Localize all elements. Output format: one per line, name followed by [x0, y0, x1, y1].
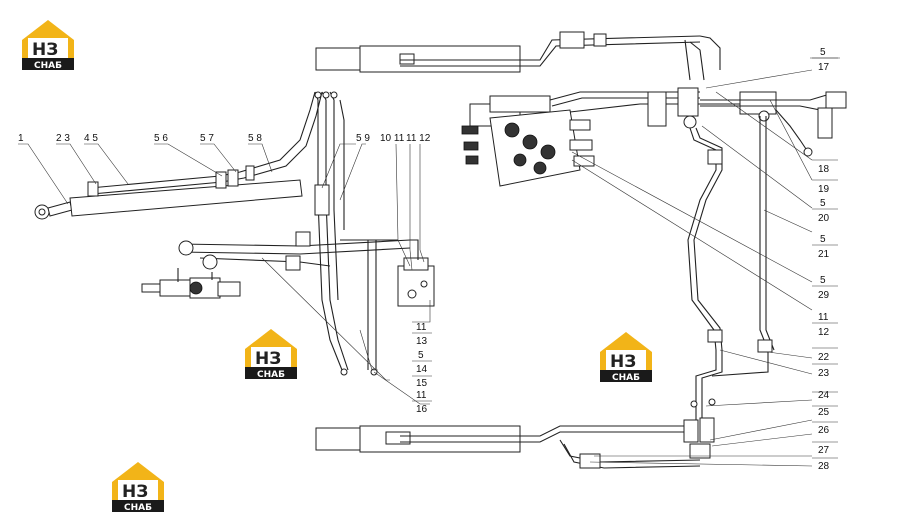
logo-mark: НЗ	[255, 349, 281, 369]
logo-center-left: НЗ СНАБ	[245, 329, 297, 380]
logo-top-left: НЗ СНАБ	[22, 20, 74, 71]
callout-top: 11	[416, 322, 427, 333]
callout-bottom: 18	[818, 164, 830, 175]
callout-bottom: 24	[818, 390, 830, 401]
callout-4-5: 4 5	[84, 133, 98, 144]
callout-5-6: 5 6	[154, 133, 168, 144]
logo-text: СНАБ	[257, 370, 285, 380]
bottom-cylinder	[315, 398, 716, 469]
callout-11-12: 11 12	[406, 133, 431, 144]
callout-top: 11	[416, 390, 427, 401]
callout-bottom: 22	[818, 352, 830, 363]
logo-mark: НЗ	[32, 40, 58, 60]
callout-top: 5	[820, 234, 826, 245]
callout-5-9: 5 9	[356, 133, 370, 144]
cylinder-rod	[47, 201, 73, 217]
callouts-left: 1 2 3 4 5 5 6 5 7 5 8 5 9 10 11 11 12	[18, 133, 431, 144]
callouts-right: 5 17 18 19 5 20 5 21 5 29 11 12 22 23 24…	[812, 47, 838, 472]
callout-top: 5	[820, 275, 826, 286]
fitting	[87, 181, 99, 197]
callout-top: 5	[820, 47, 826, 58]
center-valve-block	[340, 239, 435, 307]
top-cylinder	[315, 31, 721, 81]
left-valve	[141, 268, 241, 299]
callout-top: 11	[818, 312, 829, 323]
callout-bottom: 29	[818, 290, 830, 301]
callouts-center: 11 13 5 14 15 11 16	[412, 322, 432, 415]
callout-2-3: 2 3	[56, 133, 70, 144]
logo-text: СНАБ	[124, 503, 152, 513]
elbow-fitting	[202, 254, 218, 270]
callout-bottom: 23	[818, 368, 830, 379]
bracket	[314, 184, 330, 216]
logo-text: СНАБ	[34, 61, 62, 71]
callout-bottom: 25	[818, 407, 830, 418]
right-manifold	[647, 87, 847, 157]
callout-bottom: 17	[818, 62, 830, 73]
left-cylinder-assembly	[34, 91, 323, 220]
callout-bottom: 16	[416, 404, 428, 415]
callout-top: 5	[418, 350, 424, 361]
cylinder-body-top	[359, 45, 521, 73]
callout-bottom: 14	[416, 364, 428, 375]
bracket	[295, 231, 311, 247]
right-vertical-hoses	[687, 116, 775, 420]
elbow-fitting	[178, 240, 194, 256]
callout-5-8: 5 8	[248, 133, 262, 144]
callout-5-7: 5 7	[200, 133, 214, 144]
logo-mark: НЗ	[122, 482, 148, 502]
callout-bottom: 28	[818, 461, 830, 472]
callout-bottom: 21	[818, 249, 830, 260]
left-manifold-pipes	[178, 184, 411, 271]
callout-bottom: 19	[818, 184, 830, 195]
fitting	[245, 165, 255, 181]
callout-1: 1	[18, 133, 24, 144]
callout-bottom: 12	[818, 327, 830, 338]
fitting	[227, 169, 239, 187]
callout-bottom: 15	[416, 378, 428, 389]
logo-mark: НЗ	[610, 352, 636, 372]
callout-bottom: 27	[818, 445, 830, 456]
logo-center-right: НЗ СНАБ	[600, 332, 652, 383]
callout-bottom: 20	[818, 213, 830, 224]
logo-text: СНАБ	[612, 373, 640, 383]
fitting	[215, 171, 227, 189]
logo-bottom-left: НЗ СНАБ	[112, 462, 164, 513]
callout-10-11: 10 11	[380, 133, 405, 144]
cylinder-rod-top	[315, 47, 363, 71]
bracket	[285, 255, 301, 271]
callout-top: 5	[820, 198, 826, 209]
main-distributor	[461, 91, 760, 187]
callout-bottom: 13	[416, 336, 428, 347]
valve-body	[489, 109, 581, 187]
center-pipe-bundle	[314, 91, 378, 376]
callout-bottom: 26	[818, 425, 830, 436]
leader-lines	[18, 57, 840, 467]
